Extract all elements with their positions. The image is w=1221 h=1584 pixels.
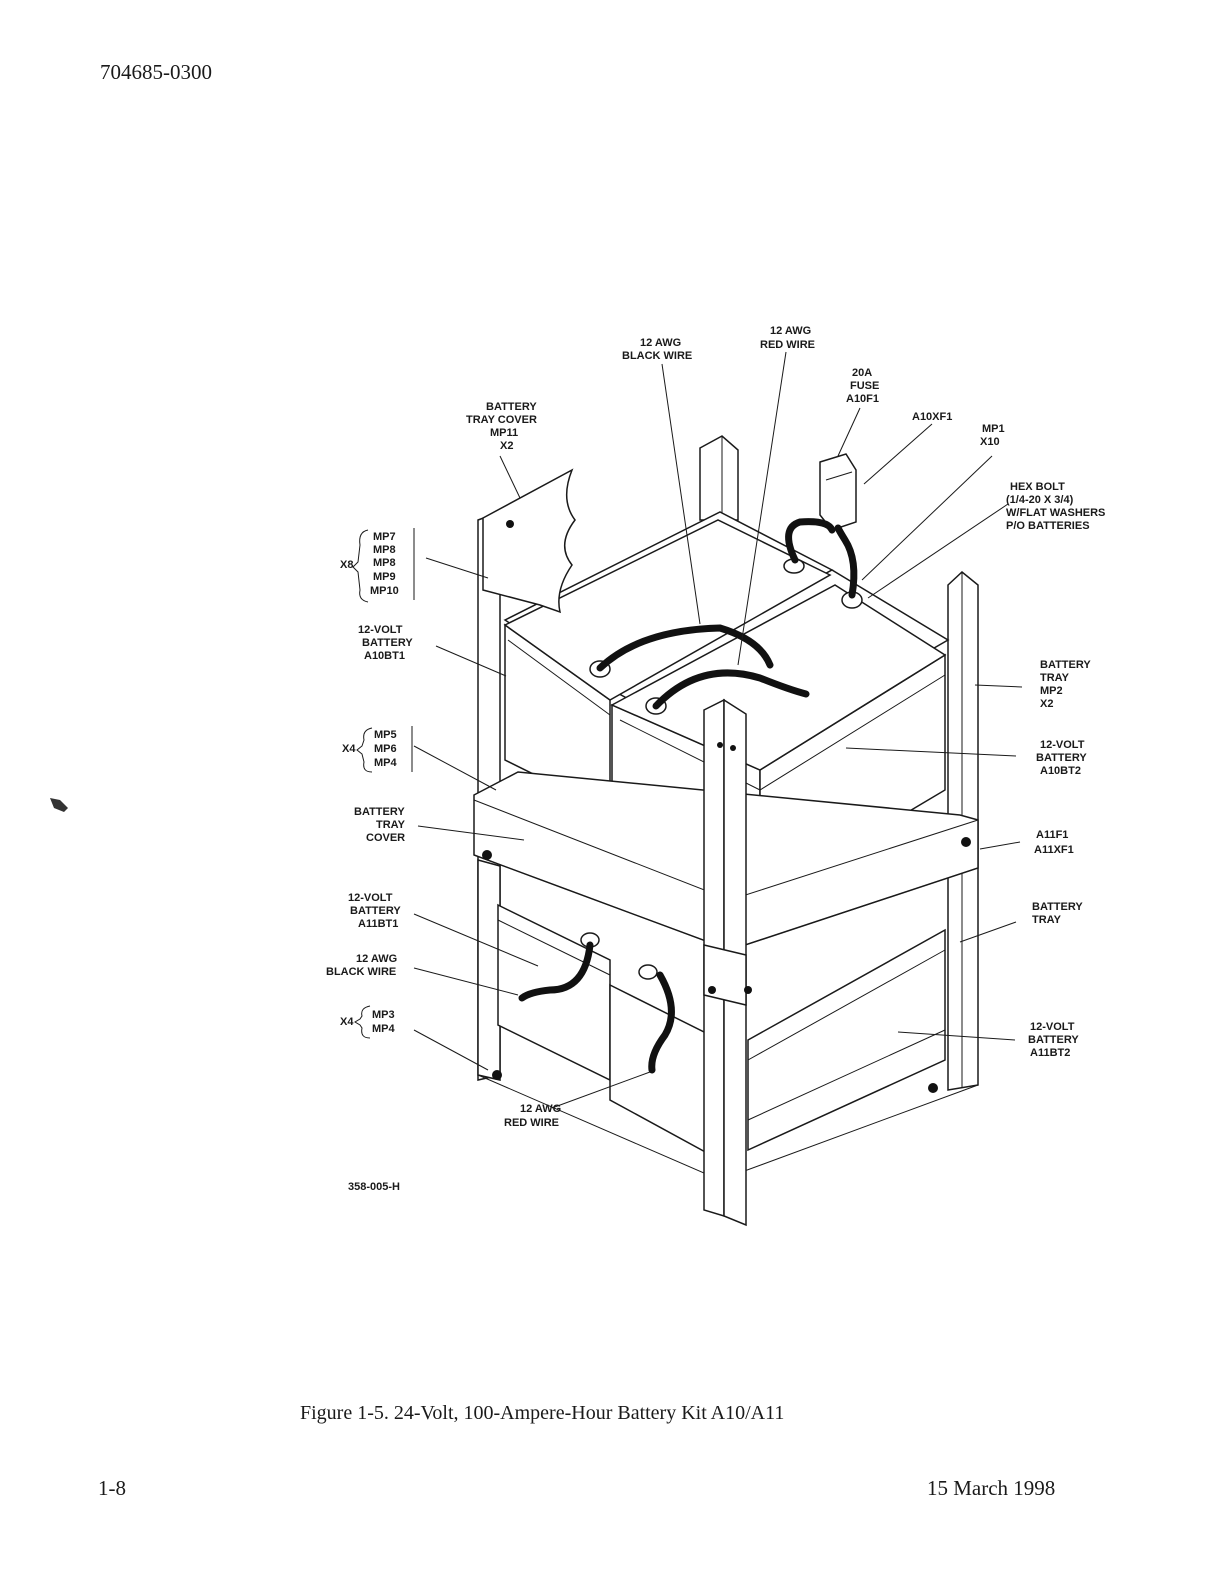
svg-text:12 AWG: 12 AWG (520, 1103, 561, 1115)
svg-text:A11XF1: A11XF1 (1034, 844, 1074, 856)
svg-text:BLACK WIRE: BLACK WIRE (622, 350, 692, 362)
svg-text:X10: X10 (980, 436, 1000, 448)
page-date: 15 March 1998 (927, 1476, 1056, 1500)
svg-text:MP9: MP9 (373, 571, 396, 583)
svg-text:X8: X8 (340, 559, 353, 571)
svg-text:20A: 20A (852, 367, 872, 379)
leader-lines (413, 351, 1023, 1109)
svg-text:FUSE: FUSE (850, 380, 879, 392)
svg-text:W/FLAT WASHERS: W/FLAT WASHERS (1006, 507, 1105, 519)
svg-text:MP11: MP11 (490, 427, 518, 439)
svg-text:12-VOLT: 12-VOLT (358, 624, 403, 636)
svg-text:MP8: MP8 (373, 557, 396, 569)
svg-text:X2: X2 (1040, 698, 1053, 710)
svg-text:BATTERY: BATTERY (350, 905, 401, 917)
svg-text:12 AWG: 12 AWG (770, 325, 811, 337)
svg-text:COVER: COVER (366, 832, 405, 844)
svg-text:X2: X2 (500, 440, 513, 452)
callout-battery-a10bt2: 12-VOLT BATTERY A10BT2 (1036, 739, 1087, 777)
drawing-number: 358-005-H (348, 1181, 400, 1193)
callout-red-wire-bottom: 12 AWG RED WIRE (504, 1103, 561, 1129)
figure-caption: Figure 1-5. 24-Volt, 100-Ampere-Hour Bat… (300, 1402, 785, 1424)
callout-battery-tray-mp2: BATTERY TRAY MP2 X2 (1040, 659, 1091, 710)
svg-text:A11F1: A11F1 (1036, 829, 1068, 841)
svg-text:X4: X4 (340, 1016, 354, 1028)
svg-text:BATTERY: BATTERY (486, 401, 537, 413)
svg-text:A10XF1: A10XF1 (912, 411, 952, 423)
callout-hex-bolt: HEX BOLT (1/4-20 X 3/4) W/FLAT WASHERS P… (1006, 481, 1105, 532)
callout-black-wire-top: 12 AWG BLACK WIRE (622, 337, 692, 362)
svg-text:BATTERY: BATTERY (362, 637, 413, 649)
callout-battery-a11bt1: 12-VOLT BATTERY A11BT1 (348, 892, 401, 930)
callout-fuse-holder-a10xf1: A10XF1 (912, 411, 952, 423)
svg-text:BATTERY: BATTERY (1040, 659, 1091, 671)
svg-text:MP8: MP8 (373, 544, 396, 556)
svg-text:A10BT1: A10BT1 (364, 650, 405, 662)
svg-text:MP4: MP4 (374, 757, 398, 769)
svg-text:MP4: MP4 (372, 1023, 396, 1035)
page-number: 1-8 (98, 1476, 126, 1500)
svg-text:TRAY COVER: TRAY COVER (466, 414, 537, 426)
callout-a11-fuse: A11F1 A11XF1 (1034, 829, 1074, 856)
svg-text:BATTERY: BATTERY (354, 806, 405, 818)
callout-group-x8: X8 MP7 MP8 MP8 MP9 MP10 (340, 528, 415, 603)
callout-tray-cover-top: BATTERY TRAY COVER MP11 X2 (466, 401, 537, 452)
svg-text:X4: X4 (342, 743, 356, 755)
document-number: 704685-0300 (100, 60, 212, 84)
svg-text:A11BT2: A11BT2 (1030, 1047, 1070, 1059)
callout-battery-a11bt2: 12-VOLT BATTERY A11BT2 (1028, 1021, 1079, 1059)
svg-text:MP5: MP5 (374, 729, 397, 741)
svg-text:12-VOLT: 12-VOLT (348, 892, 393, 904)
callout-tray-cover-mid: BATTERY TRAY COVER (354, 806, 406, 844)
callout-mp1: MP1 X10 (980, 423, 1005, 448)
svg-text:P/O BATTERIES: P/O BATTERIES (1006, 520, 1090, 532)
callout-group-x4-lower: X4 MP3 MP4 (340, 1005, 396, 1039)
svg-text:BATTERY: BATTERY (1032, 901, 1083, 913)
callout-fuse-a10f1: 20A FUSE A10F1 (846, 367, 879, 405)
svg-text:MP3: MP3 (372, 1009, 395, 1021)
svg-text:12-VOLT: 12-VOLT (1030, 1021, 1075, 1033)
svg-text:BATTERY: BATTERY (1028, 1034, 1079, 1046)
svg-text:12 AWG: 12 AWG (356, 953, 397, 965)
svg-text:MP7: MP7 (373, 531, 396, 543)
svg-text:MP10: MP10 (370, 585, 399, 597)
callout-group-x4-upper: X4 MP5 MP6 MP4 (342, 726, 413, 773)
callout-red-wire-top: 12 AWG RED WIRE (760, 325, 815, 351)
svg-text:RED WIRE: RED WIRE (760, 339, 815, 351)
callout-black-wire-bottom: 12 AWG BLACK WIRE (326, 953, 397, 978)
battery-rack-drawing (473, 435, 979, 1227)
svg-text:HEX BOLT: HEX BOLT (1010, 481, 1065, 493)
svg-text:TRAY: TRAY (1032, 914, 1062, 926)
svg-text:MP6: MP6 (374, 743, 397, 755)
callout-battery-a10bt1: 12-VOLT BATTERY A10BT1 (358, 624, 413, 662)
svg-text:A11BT1: A11BT1 (358, 918, 398, 930)
svg-text:A10BT2: A10BT2 (1040, 765, 1081, 777)
callout-battery-tray-lower: BATTERY TRAY (1032, 901, 1083, 926)
svg-text:12 AWG: 12 AWG (640, 337, 681, 349)
svg-text:TRAY: TRAY (376, 819, 406, 831)
svg-text:RED WIRE: RED WIRE (504, 1117, 559, 1129)
svg-text:TRAY: TRAY (1040, 672, 1070, 684)
svg-text:(1/4-20 X 3/4): (1/4-20 X 3/4) (1006, 494, 1074, 506)
svg-text:BATTERY: BATTERY (1036, 752, 1087, 764)
svg-text:MP2: MP2 (1040, 685, 1063, 697)
svg-text:A10F1: A10F1 (846, 393, 879, 405)
svg-text:MP1: MP1 (982, 423, 1005, 435)
svg-text:12-VOLT: 12-VOLT (1040, 739, 1085, 751)
scan-mark (50, 798, 68, 812)
svg-text:BLACK WIRE: BLACK WIRE (326, 966, 396, 978)
